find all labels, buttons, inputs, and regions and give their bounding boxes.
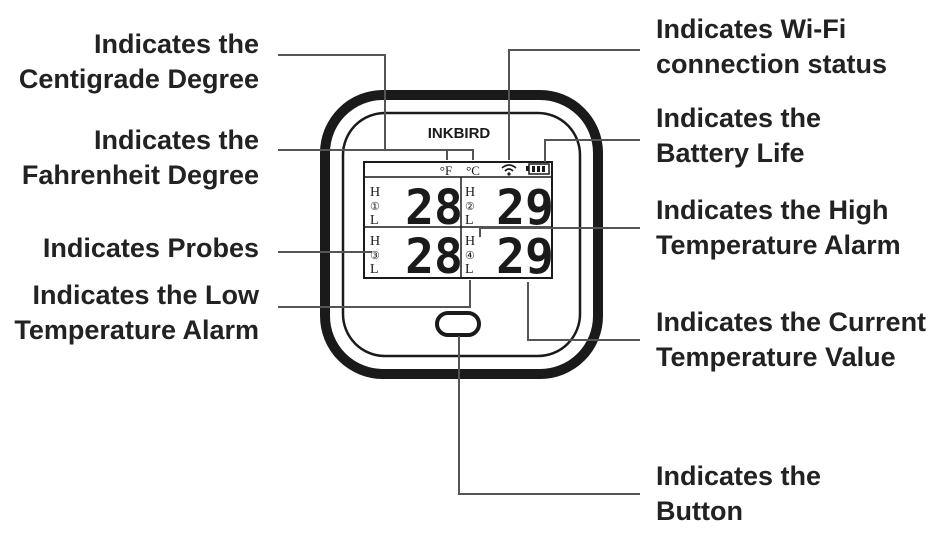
device-button[interactable] xyxy=(435,311,481,337)
callout-centigrade: Indicates the Centigrade Degree xyxy=(18,29,259,94)
lcd-screen xyxy=(363,161,553,279)
probe3-low-label: L xyxy=(370,262,379,277)
callout-fahrenheit: Indicates the Fahrenheit Degree xyxy=(21,125,259,190)
leader-wifi xyxy=(508,49,640,160)
celsius-symbol: °C xyxy=(466,163,480,178)
callout-high-alarm: Indicates the High Temperature Alarm xyxy=(656,195,901,260)
probe1-high-label: H xyxy=(370,185,380,200)
device-inner-bezel xyxy=(341,111,582,358)
leader-button xyxy=(458,336,640,495)
callout-low-alarm: Indicates the Low Temperature Alarm xyxy=(14,280,259,345)
probe1-low-label: L xyxy=(370,213,379,228)
wifi-icon xyxy=(501,164,517,176)
callout-button: Indicates the Button xyxy=(656,461,822,526)
callout-wifi: Indicates Wi-Fi connection status xyxy=(656,14,888,79)
probe3-temperature: 28 xyxy=(405,229,463,285)
battery-icon xyxy=(526,163,550,175)
probe2-number: ② xyxy=(465,201,475,213)
probe1-number: ① xyxy=(370,201,380,213)
probe3-high-label: H xyxy=(370,234,380,249)
probe2-low-label: L xyxy=(465,213,474,228)
probe2-temperature: 29 xyxy=(496,180,554,236)
callout-probes: Indicates Probes xyxy=(42,233,259,263)
brand-logo: INKBIRD xyxy=(428,125,491,142)
leader-battery xyxy=(544,139,640,162)
probe4-number: ④ xyxy=(465,250,475,262)
leader-high-alarm xyxy=(479,227,640,237)
callout-battery: Indicates the Battery Life xyxy=(656,103,822,168)
leader-fahrenheit xyxy=(278,149,448,160)
probe4-high-label: H xyxy=(465,234,475,249)
probe1-temperature: 28 xyxy=(405,180,463,236)
probe2-high-label: H xyxy=(465,185,475,200)
probe3-number: ③ xyxy=(370,250,380,262)
probe4-temperature: 29 xyxy=(496,229,554,285)
probe4-low-label: L xyxy=(465,262,474,277)
fahrenheit-symbol: °F xyxy=(440,163,452,178)
callout-current-temp: Indicates the Current Temperature Value xyxy=(656,307,927,372)
leader-low-alarm xyxy=(278,280,471,308)
leader-current-temp xyxy=(527,282,640,341)
